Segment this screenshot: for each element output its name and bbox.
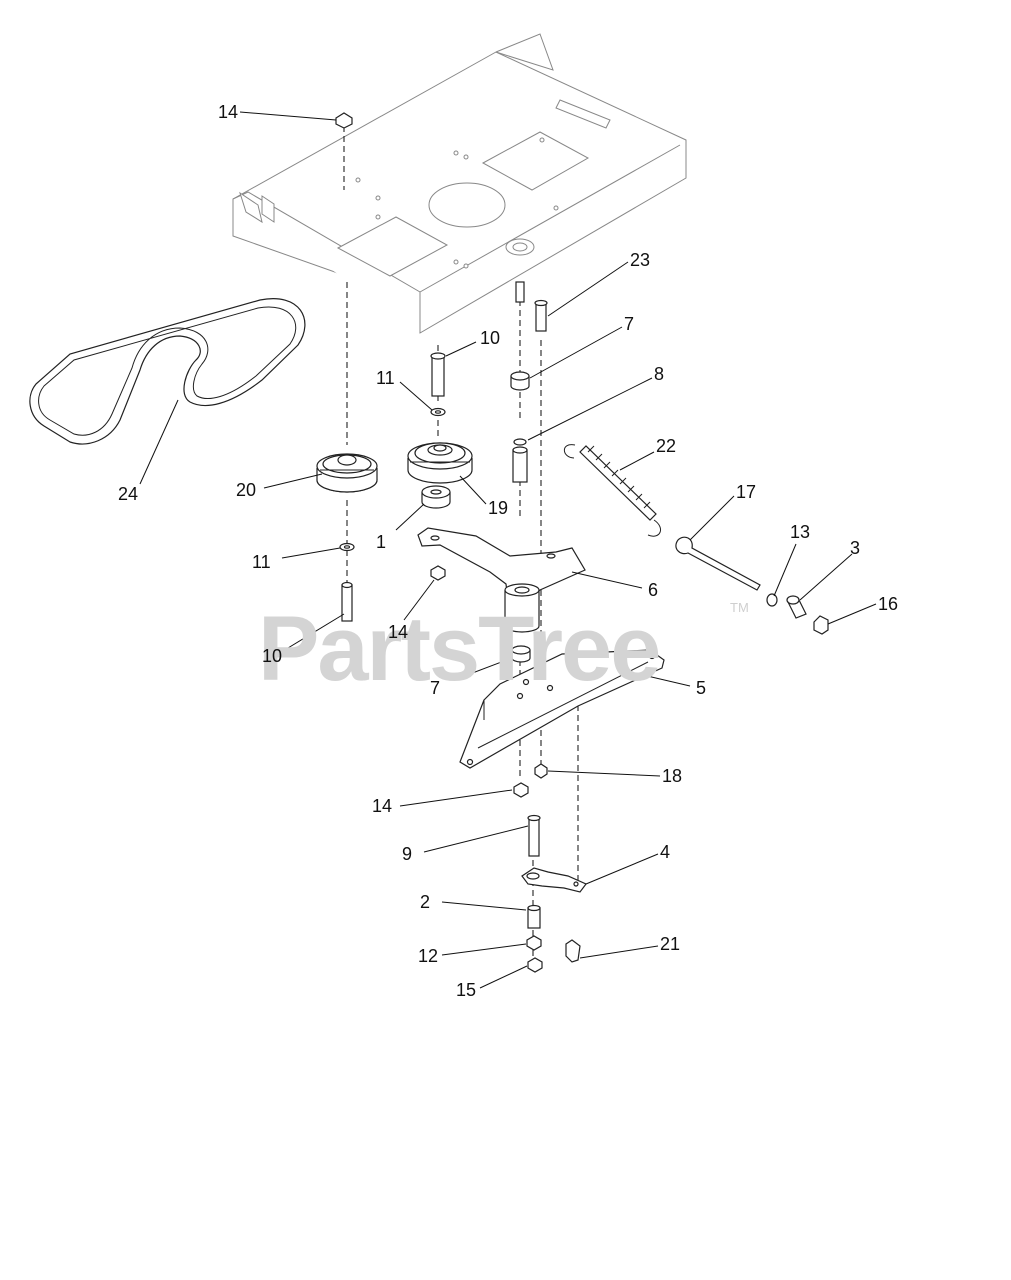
rod-17 (675, 536, 761, 591)
callout-8: 8 (654, 364, 664, 384)
leader-lines (139, 111, 877, 989)
callout-7b: 7 (430, 678, 440, 698)
callout-23: 23 (630, 250, 650, 270)
callout-7a: 7 (624, 314, 634, 334)
pin-23 (534, 299, 548, 332)
spacer-1 (421, 485, 451, 509)
nut-14-mid (430, 565, 446, 581)
spacer-3 (786, 595, 807, 619)
v-belt (29, 298, 306, 445)
callout-10b: 10 (262, 646, 282, 666)
nut-18 (534, 763, 548, 779)
callout-20: 20 (236, 480, 256, 500)
callout-11b: 11 (252, 552, 271, 572)
bushing-7-upper (510, 371, 530, 391)
washer-11-lower (339, 542, 355, 552)
callout-11a: 11 (376, 368, 395, 388)
clip-21 (565, 939, 581, 963)
callout-4: 4 (660, 842, 670, 862)
callout-18: 18 (662, 766, 682, 786)
callout-21: 21 (660, 934, 680, 954)
callout-15: 15 (456, 980, 476, 1000)
callout-14c: 14 (372, 796, 392, 816)
nut-12 (526, 935, 542, 951)
callouts: 14 23 7 10 11 8 22 20 24 19 17 13 3 1 11… (118, 102, 898, 1000)
spacer-2 (527, 904, 541, 929)
bracket-5 (459, 649, 665, 769)
bolt-10-lower (341, 581, 353, 622)
callout-14a: 14 (218, 102, 238, 122)
watermark: PartsTree (258, 598, 659, 700)
callout-19: 19 (488, 498, 508, 518)
spring-22 (563, 444, 662, 537)
callout-10a: 10 (480, 328, 500, 348)
callout-9: 9 (402, 844, 412, 864)
bolt-10-upper (430, 352, 446, 397)
pulley-19 (407, 442, 473, 484)
callout-1: 1 (376, 532, 386, 552)
nut-16 (813, 615, 829, 635)
pulley-20 (316, 453, 378, 493)
callout-5: 5 (696, 678, 706, 698)
nut-15 (527, 957, 543, 973)
bolt-9 (527, 814, 541, 857)
callout-3: 3 (850, 538, 860, 558)
stud-top (515, 281, 525, 303)
idler-arm-6 (417, 527, 586, 633)
callout-14b: 14 (388, 622, 408, 642)
washer-11-upper (430, 407, 446, 417)
nut-14-top (335, 112, 353, 129)
bracket-4 (521, 867, 587, 893)
bushing-7-lower (511, 645, 531, 663)
callout-22: 22 (656, 436, 676, 456)
deck-plate (232, 33, 687, 334)
callout-13: 13 (790, 522, 810, 542)
callout-16: 16 (878, 594, 898, 614)
shaft-tube (512, 446, 528, 483)
callout-24: 24 (118, 484, 138, 504)
nut-14-low (513, 782, 529, 798)
callout-2: 2 (420, 892, 430, 912)
callout-12: 12 (418, 946, 438, 966)
washer-13 (766, 593, 778, 607)
watermark-tm: TM (730, 600, 749, 615)
washer-8 (513, 438, 527, 446)
callout-17: 17 (736, 482, 756, 502)
callout-6: 6 (648, 580, 658, 600)
